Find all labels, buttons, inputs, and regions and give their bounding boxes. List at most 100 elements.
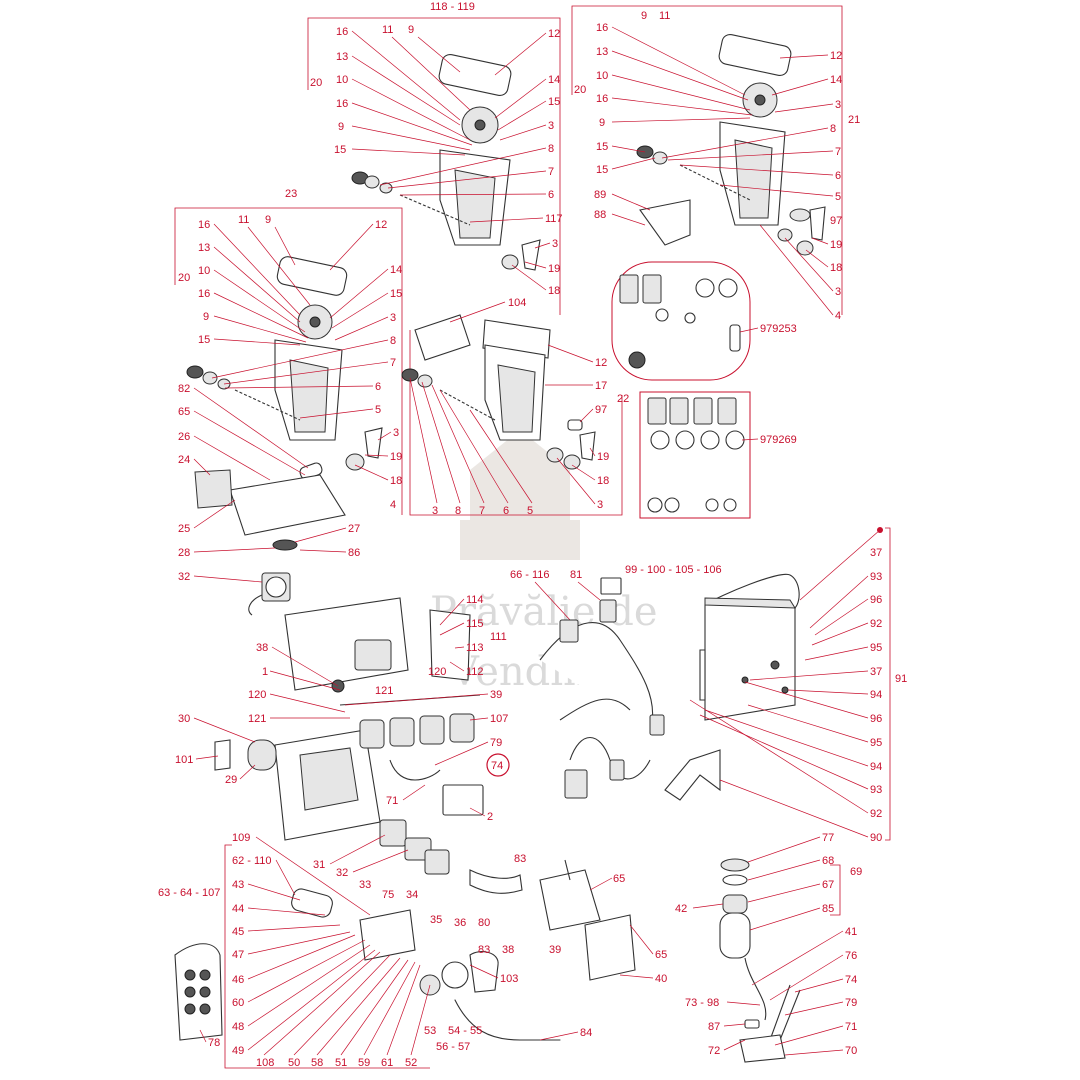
labels-right-bottom: 77 68 67 42 85 41 76 74 73 - 98 79 87 71… bbox=[675, 832, 857, 1057]
label-bot-56-57: 56 - 57 bbox=[436, 1041, 470, 1053]
label-bot-40: 40 bbox=[655, 973, 667, 985]
label-c-20: 20 bbox=[178, 272, 190, 284]
circled-74: 74 bbox=[486, 753, 510, 777]
label-panel-93b: 93 bbox=[870, 784, 882, 796]
labels-hopper-a: 16 11 9 12 13 14 10 15 16 3 9 8 15 7 6 1… bbox=[310, 24, 563, 297]
label-mid-3b: 3 bbox=[597, 499, 603, 511]
label-mac-66-116: 66 - 116 bbox=[510, 569, 550, 581]
title-23: 23 bbox=[285, 188, 297, 200]
label-bot-50: 50 bbox=[288, 1057, 300, 1069]
label-c-14: 7 bbox=[390, 357, 396, 369]
label-c-8: 15 bbox=[390, 288, 402, 300]
label-left-82: 82 bbox=[178, 383, 190, 395]
middle-hopper bbox=[401, 314, 596, 470]
label-panel-96a: 96 bbox=[870, 594, 882, 606]
kit-label-979269: 979269 bbox=[760, 434, 797, 446]
label-left-28: 28 bbox=[178, 547, 190, 559]
label-c-19: 18 bbox=[390, 475, 402, 487]
group-brackets bbox=[174, 5, 891, 1069]
label-bot-43: 43 bbox=[232, 879, 244, 891]
wiring-harness bbox=[539, 577, 665, 799]
label-bot-109: 109 bbox=[232, 832, 250, 844]
label-bot-48: 48 bbox=[232, 1021, 244, 1033]
label-a-9: 16 bbox=[336, 98, 348, 110]
label-panel-37a: 37 bbox=[870, 547, 882, 559]
label-bot-103: 103 bbox=[500, 973, 518, 985]
label-mac-38: 38 bbox=[256, 642, 268, 654]
label-bot-51: 51 bbox=[335, 1057, 347, 1069]
labels-hopper-b: 9 11 16 12 13 14 10 3 16 8 9 7 15 6 15 5… bbox=[574, 10, 860, 322]
label-mid-104: 104 bbox=[508, 297, 526, 309]
label-a-11: 9 bbox=[338, 121, 344, 133]
base-plate-parts bbox=[194, 462, 346, 616]
label-bot-52: 52 bbox=[405, 1057, 417, 1069]
label-a-20: 20 bbox=[310, 77, 322, 89]
label-a-14: 7 bbox=[548, 166, 554, 178]
labels-left-parts: 82 65 26 24 25 28 27 86 32 bbox=[178, 383, 360, 583]
label-rb-85: 85 bbox=[822, 903, 834, 915]
labels-middle: 104 12 17 97 22 19 18 3 8 7 6 5 3 89 88 bbox=[432, 189, 629, 517]
label-b-6: 14 bbox=[830, 74, 842, 86]
label-panel-94b: 94 bbox=[870, 761, 882, 773]
label-mac-121a: 121 bbox=[375, 685, 393, 697]
hopper-assembly-b bbox=[636, 33, 826, 256]
label-panel-94a: 94 bbox=[870, 689, 882, 701]
label-mid-22: 22 bbox=[617, 393, 629, 405]
label-panel-95a: 95 bbox=[870, 642, 882, 654]
label-bot-83a: 83 bbox=[478, 944, 490, 956]
label-mid-97: 97 bbox=[595, 404, 607, 416]
label-bot-39: 39 bbox=[549, 944, 561, 956]
label-panel-96b: 96 bbox=[870, 713, 882, 725]
label-b-1: 9 bbox=[641, 10, 647, 22]
label-bot-46: 46 bbox=[232, 974, 244, 986]
label-c-11: 9 bbox=[203, 311, 209, 323]
label-mid-7: 7 bbox=[479, 505, 485, 517]
label-c-15: 6 bbox=[375, 381, 381, 393]
label-mid-3a: 3 bbox=[432, 505, 438, 517]
label-left-27: 27 bbox=[348, 523, 360, 535]
label-c-18: 19 bbox=[390, 451, 402, 463]
label-b-9: 16 bbox=[596, 93, 608, 105]
label-mid-18: 18 bbox=[597, 475, 609, 487]
label-bot-36: 36 bbox=[454, 917, 466, 929]
title-91: 91 bbox=[895, 673, 907, 685]
filter-assembly bbox=[719, 858, 801, 1063]
label-mac-39: 39 bbox=[490, 689, 502, 701]
machine-body bbox=[214, 597, 484, 841]
label-rb-67: 67 bbox=[822, 879, 834, 891]
label-bot-83b: 83 bbox=[514, 853, 526, 865]
label-b-5: 13 bbox=[596, 46, 608, 58]
label-b-19: 97 bbox=[830, 215, 842, 227]
label-mid-88: 88 bbox=[594, 209, 606, 221]
label-b-14: 6 bbox=[835, 170, 841, 182]
label-mac-120a: 120 bbox=[428, 666, 446, 678]
label-a-6: 14 bbox=[548, 74, 560, 86]
label-b-12: 7 bbox=[835, 146, 841, 158]
hopper-assembly-a bbox=[351, 53, 541, 271]
label-rb-74: 74 bbox=[845, 974, 857, 986]
label-left-86: 86 bbox=[348, 547, 360, 559]
label-left-25: 25 bbox=[178, 523, 190, 535]
label-left-65: 65 bbox=[178, 406, 190, 418]
label-b-7: 10 bbox=[596, 70, 608, 82]
label-mid-6: 6 bbox=[503, 505, 509, 517]
label-mac-120b: 120 bbox=[248, 689, 266, 701]
label-bot-32: 32 bbox=[336, 867, 348, 879]
leaders-bottom bbox=[199, 834, 654, 1056]
label-bot-49: 49 bbox=[232, 1045, 244, 1057]
label-mac-71: 71 bbox=[386, 795, 398, 807]
label-bot-59: 59 bbox=[358, 1057, 370, 1069]
label-bot-63-64-107: 63 - 64 - 107 bbox=[158, 887, 220, 899]
label-a-16: 117 bbox=[545, 213, 563, 225]
label-bot-47: 47 bbox=[232, 949, 244, 961]
label-bot-108: 108 bbox=[256, 1057, 274, 1069]
label-b-16: 5 bbox=[835, 191, 841, 203]
label-panel-92a: 92 bbox=[870, 618, 882, 630]
label-mid-19: 19 bbox=[597, 451, 609, 463]
label-bot-62-110: 62 - 110 bbox=[232, 855, 272, 867]
label-a-4: 12 bbox=[548, 28, 560, 40]
label-c-6: 14 bbox=[390, 264, 402, 276]
label-bot-80: 80 bbox=[478, 917, 490, 929]
label-mac-30: 30 bbox=[178, 713, 190, 725]
label-mac-113: 113 bbox=[466, 642, 484, 654]
